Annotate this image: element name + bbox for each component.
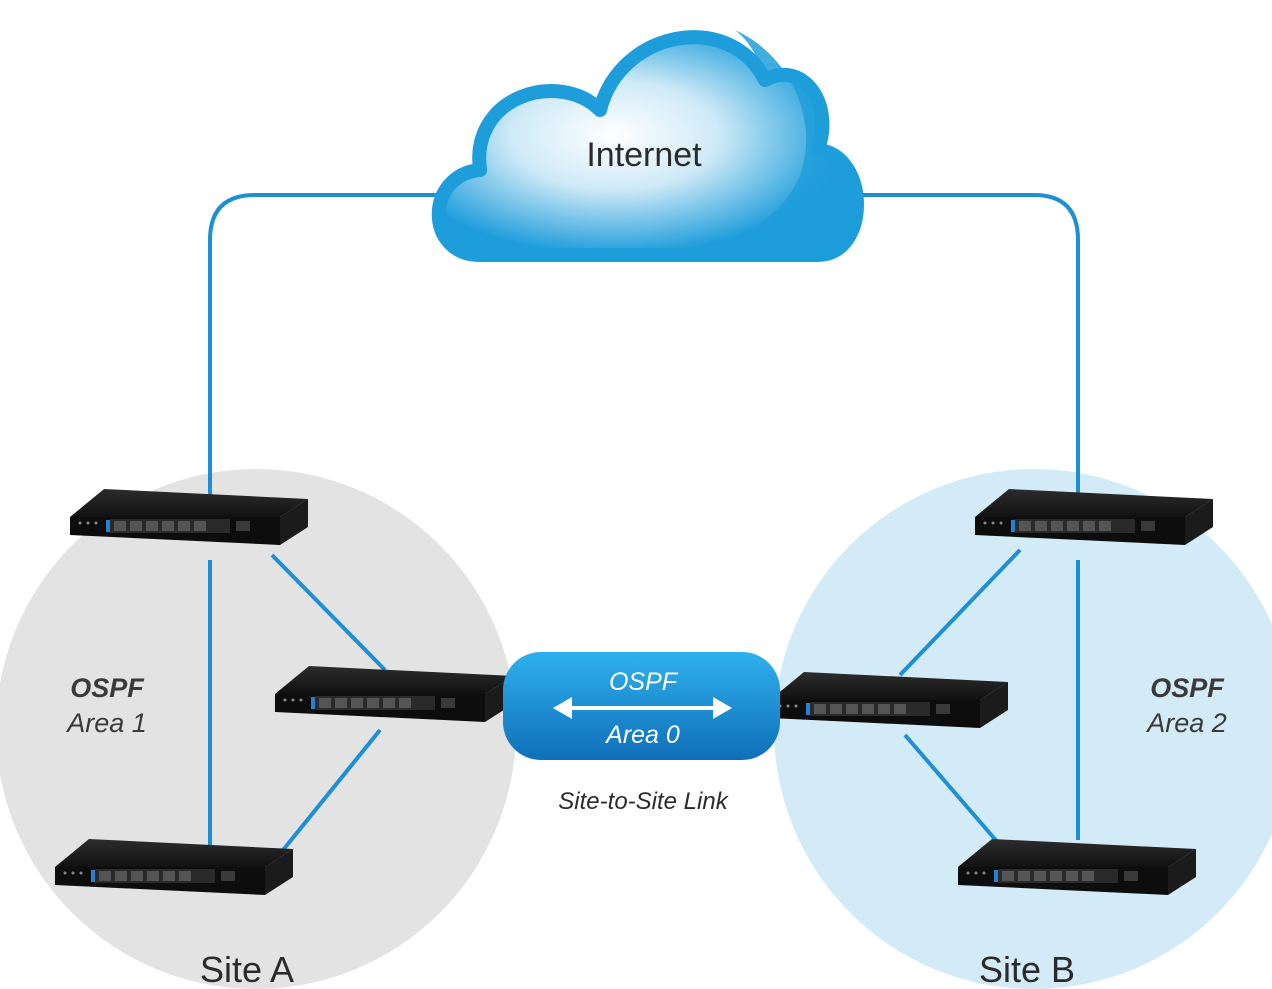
router-icon xyxy=(975,489,1213,545)
site-a-link-top-middle xyxy=(270,553,387,672)
router-icon xyxy=(958,839,1196,895)
site-b-area-protocol: OSPF xyxy=(1150,673,1225,703)
double-arrow-icon xyxy=(553,697,732,719)
internet-label: Internet xyxy=(586,136,702,174)
site-b-link-middle-bottom xyxy=(903,733,1002,847)
site-a-uplink-line xyxy=(208,193,445,495)
site-b-uplink-line xyxy=(840,193,1080,495)
backbone-caption: Site-to-Site Link xyxy=(558,788,729,815)
site-b-label: Site B xyxy=(979,949,1075,989)
cloud-icon xyxy=(431,30,864,262)
router-icon xyxy=(275,666,513,722)
router-icon xyxy=(770,672,1008,728)
backbone-protocol-label: OSPF xyxy=(609,668,679,696)
backbone-area-label: Area 0 xyxy=(604,721,680,749)
site-b-area-name: Area 2 xyxy=(1145,708,1227,738)
site-a-area-protocol: OSPF xyxy=(70,673,145,703)
site-b-link-top-middle xyxy=(898,548,1022,677)
router-icon xyxy=(70,489,308,545)
site-a-area-name: Area 1 xyxy=(65,708,147,738)
router-icon xyxy=(55,839,293,895)
site-a-link-middle-bottom xyxy=(273,728,382,862)
site-a-label: Site A xyxy=(200,949,294,989)
